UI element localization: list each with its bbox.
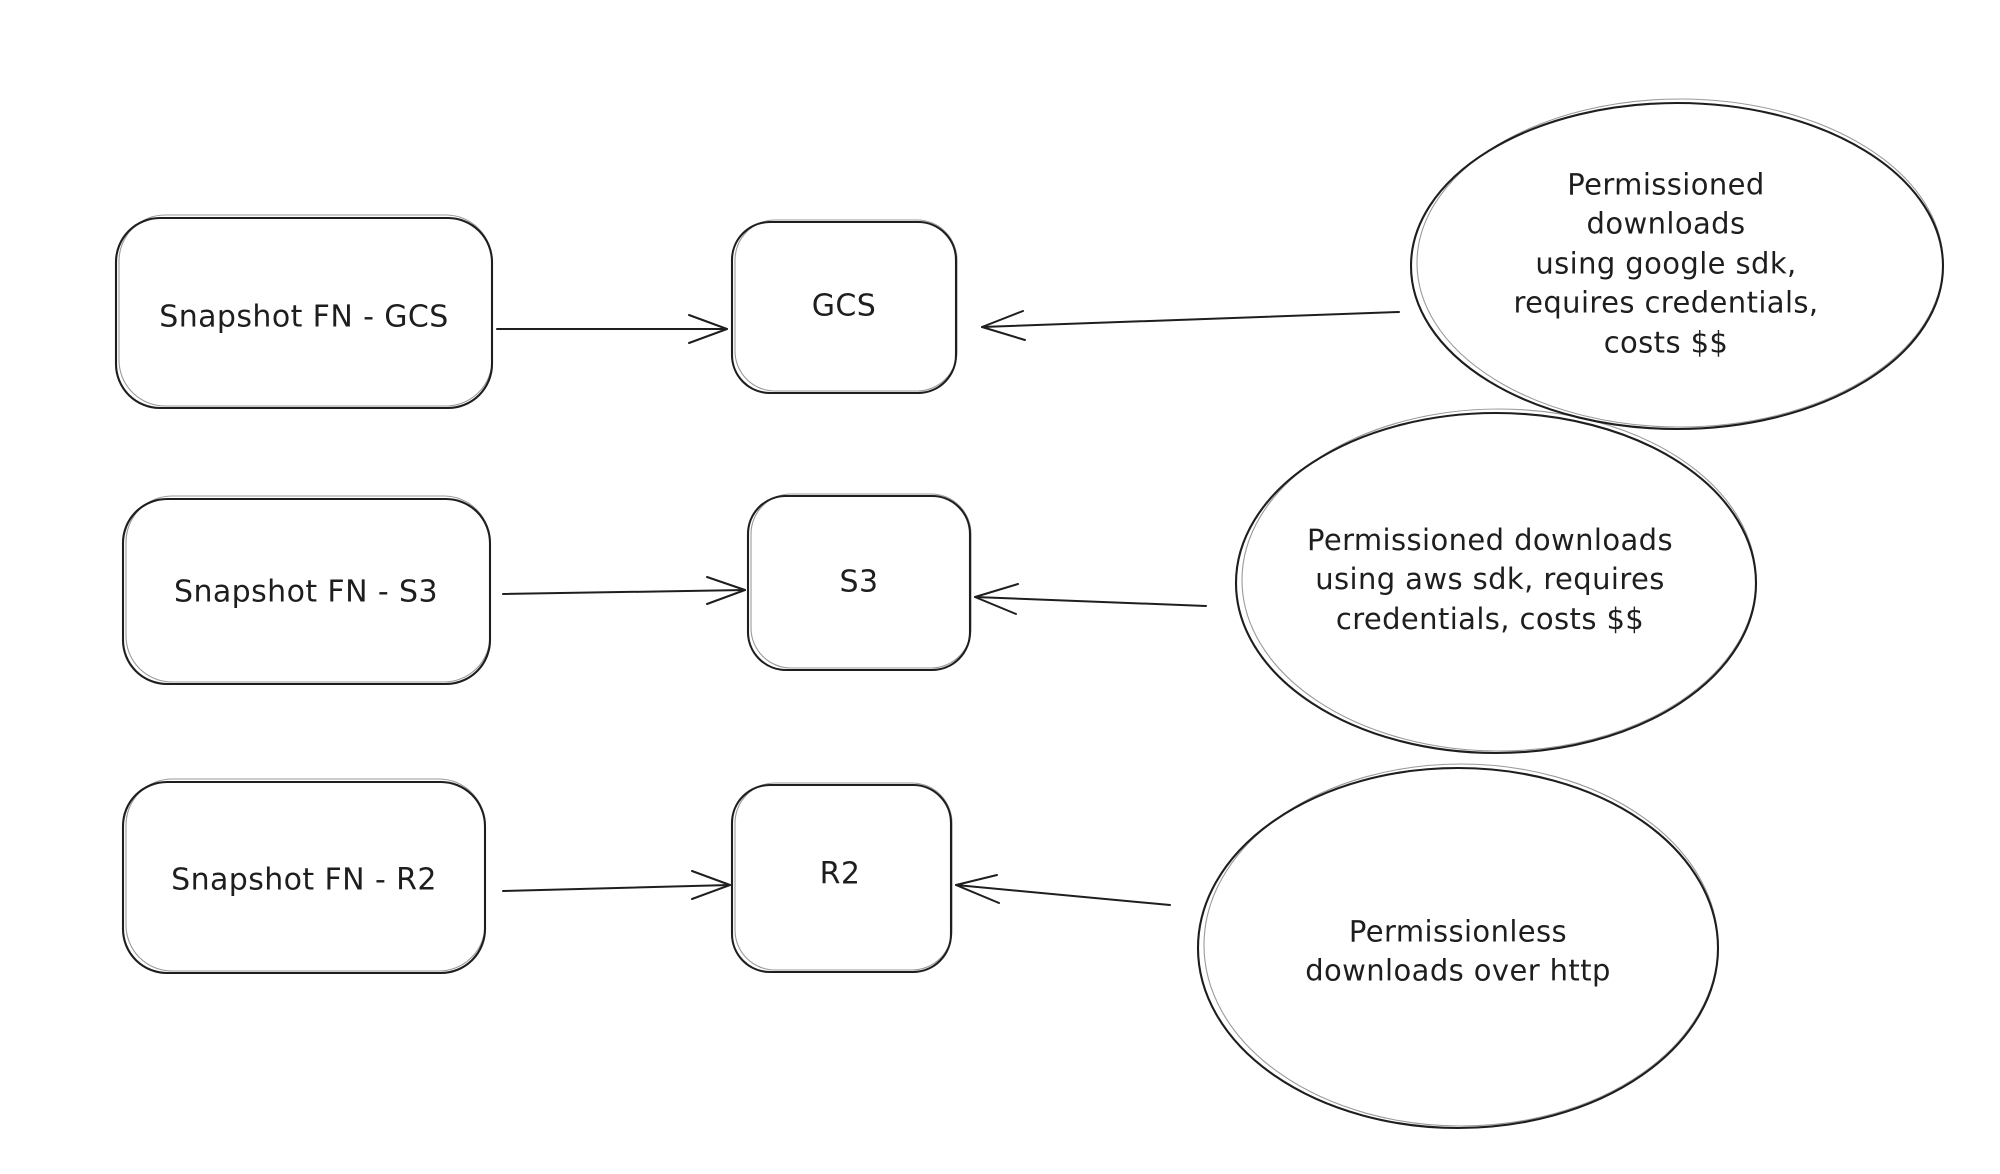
gcs-box	[730, 219, 958, 395]
s3-note-text: Permissioned downloads using aws sdk, re…	[1306, 522, 1674, 636]
s3-note-ellipse	[1234, 408, 1758, 755]
gcs-note-text: Permissioned downloads using google sdk,…	[1513, 167, 1819, 360]
snapshot-fn-r2-box	[121, 778, 487, 975]
arrow-snapshot-gcs-to-gcs	[496, 314, 728, 344]
snapshot-fn-gcs-box	[114, 214, 494, 410]
gcs-note-ellipse	[1409, 98, 1945, 431]
s3-label: S3	[839, 564, 879, 600]
r2-label: R2	[819, 856, 861, 892]
arrow-snapshot-s3-to-s3	[502, 576, 746, 605]
r2-box	[730, 782, 953, 974]
snapshot-fn-s3-label: Snapshot FN - S3	[174, 574, 438, 610]
r2-note-text: Permissionless downloads over http	[1305, 914, 1611, 988]
snapshot-fn-s3-box	[121, 495, 492, 686]
arrow-r2-note-to-r2	[955, 874, 1171, 906]
snapshot-fn-r2-label: Snapshot FN - R2	[171, 862, 437, 898]
arrow-gcs-note-to-gcs	[981, 310, 1400, 341]
r2-note-ellipse	[1196, 763, 1720, 1130]
snapshot-fn-gcs-label: Snapshot FN - GCS	[159, 299, 449, 335]
s3-box	[746, 493, 972, 672]
arrow-s3-note-to-s3	[974, 583, 1207, 615]
arrow-snapshot-r2-to-r2	[502, 870, 731, 900]
gcs-label: GCS	[811, 288, 877, 324]
